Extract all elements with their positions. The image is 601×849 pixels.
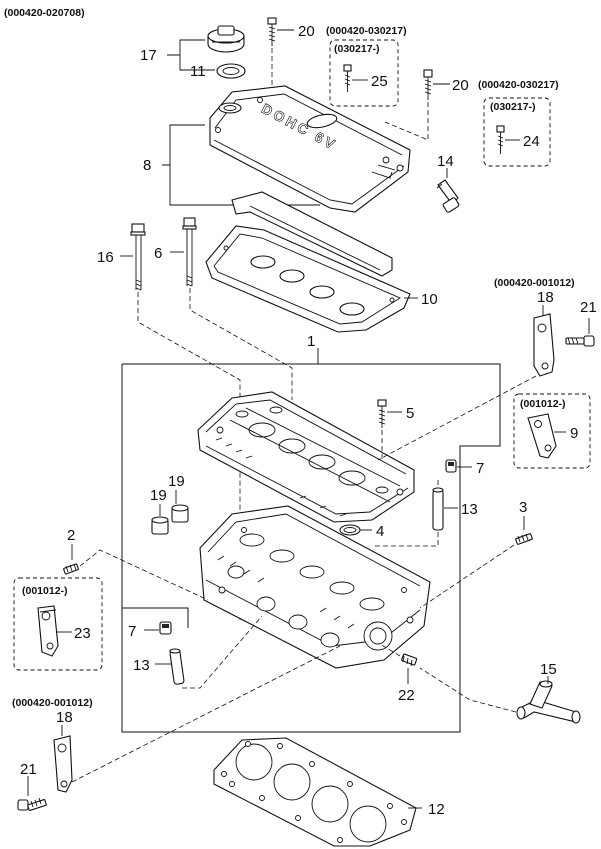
callout-5: 5 bbox=[406, 405, 414, 422]
tube-lower bbox=[169, 648, 185, 685]
date-label-18-top: (000420-001012) bbox=[494, 277, 575, 289]
bolt-21-top bbox=[565, 335, 595, 347]
callout-3: 3 bbox=[519, 499, 527, 516]
valve-stem-seal-a bbox=[151, 516, 169, 535]
date-label-23: (001012-) bbox=[22, 585, 68, 597]
o-ring bbox=[339, 524, 361, 536]
date-label-20-right: (000420-030217) bbox=[478, 79, 559, 91]
callout-7-upper: 7 bbox=[476, 460, 484, 477]
callout-11: 11 bbox=[190, 63, 206, 80]
callout-16: 16 bbox=[97, 249, 114, 266]
callout-19-a: 19 bbox=[150, 487, 167, 504]
guide-6 bbox=[189, 288, 293, 400]
bolt-6 bbox=[182, 217, 197, 287]
callout-4: 4 bbox=[376, 523, 384, 540]
cylinder-head-gasket bbox=[213, 737, 417, 847]
date-label-9: (001012-) bbox=[520, 398, 566, 410]
filler-cap-gasket bbox=[216, 63, 246, 79]
date-label-18-bottom: (000420-001012) bbox=[12, 697, 93, 709]
tube-upper bbox=[432, 487, 444, 531]
callout-13-lower: 13 bbox=[133, 657, 150, 674]
callout-15: 15 bbox=[540, 661, 557, 678]
engine-hanger-bracket-top bbox=[533, 313, 555, 377]
callout-6: 6 bbox=[154, 245, 162, 262]
date-label-25: (030217-) bbox=[334, 43, 380, 55]
spark-plug-gasket bbox=[205, 225, 411, 333]
callout-25: 25 bbox=[371, 73, 388, 90]
bracket-23 bbox=[37, 605, 59, 657]
callout-1: 1 bbox=[307, 333, 315, 350]
callout-9: 9 bbox=[570, 425, 578, 442]
bolt-5 bbox=[377, 399, 387, 428]
callout-14: 14 bbox=[437, 153, 454, 170]
callout-20-right: 20 bbox=[452, 77, 469, 94]
plug-upper bbox=[445, 459, 457, 473]
cylinder-head bbox=[199, 505, 431, 669]
callout-8: 8 bbox=[143, 157, 151, 174]
bolt-20-top bbox=[267, 17, 277, 46]
cover-gasket bbox=[231, 191, 393, 277]
oil-filler-cap bbox=[207, 25, 245, 53]
bolt-20-right bbox=[423, 69, 433, 100]
plug-lower bbox=[159, 621, 172, 635]
callout-21-bottom: 21 bbox=[20, 761, 37, 778]
bolt-25 bbox=[343, 64, 352, 92]
bracket-9 bbox=[527, 413, 557, 459]
callout-13-upper: 13 bbox=[461, 501, 478, 518]
callout-23: 23 bbox=[74, 625, 91, 642]
date-label-24: (030217-) bbox=[490, 101, 536, 113]
callout-24: 24 bbox=[523, 133, 540, 150]
engine-hanger-bracket-bottom bbox=[53, 735, 73, 793]
callout-17: 17 bbox=[140, 47, 157, 64]
callout-19-b: 19 bbox=[168, 473, 185, 490]
callout-12: 12 bbox=[428, 801, 445, 818]
bolt-21-bottom bbox=[17, 797, 47, 811]
stud-3 bbox=[515, 533, 533, 545]
callout-18-top: 18 bbox=[537, 289, 554, 306]
callout-21-top: 21 bbox=[580, 299, 597, 316]
water-pipe bbox=[516, 680, 581, 724]
callout-10: 10 bbox=[421, 291, 438, 308]
diagram-code: (000420-020708) bbox=[4, 7, 85, 19]
pcv-valve bbox=[436, 179, 460, 213]
bolt-24 bbox=[496, 125, 505, 154]
valve-stem-seal-b bbox=[171, 504, 189, 523]
bolt-22 bbox=[401, 653, 418, 667]
date-label-20-top: (000420-030217) bbox=[326, 25, 407, 37]
callout-20-top: 20 bbox=[298, 23, 315, 40]
leader-17 bbox=[167, 39, 215, 71]
callout-2: 2 bbox=[67, 527, 75, 544]
guide-16 bbox=[137, 292, 241, 620]
callout-18-bottom: 18 bbox=[56, 709, 73, 726]
stud-2 bbox=[63, 563, 79, 575]
cylinder-head-cover: DOHC 6V bbox=[209, 85, 411, 213]
bolt-16 bbox=[130, 223, 146, 291]
callout-7-lower: 7 bbox=[128, 623, 136, 640]
callout-22: 22 bbox=[398, 687, 415, 704]
camshaft-carrier bbox=[197, 391, 415, 523]
